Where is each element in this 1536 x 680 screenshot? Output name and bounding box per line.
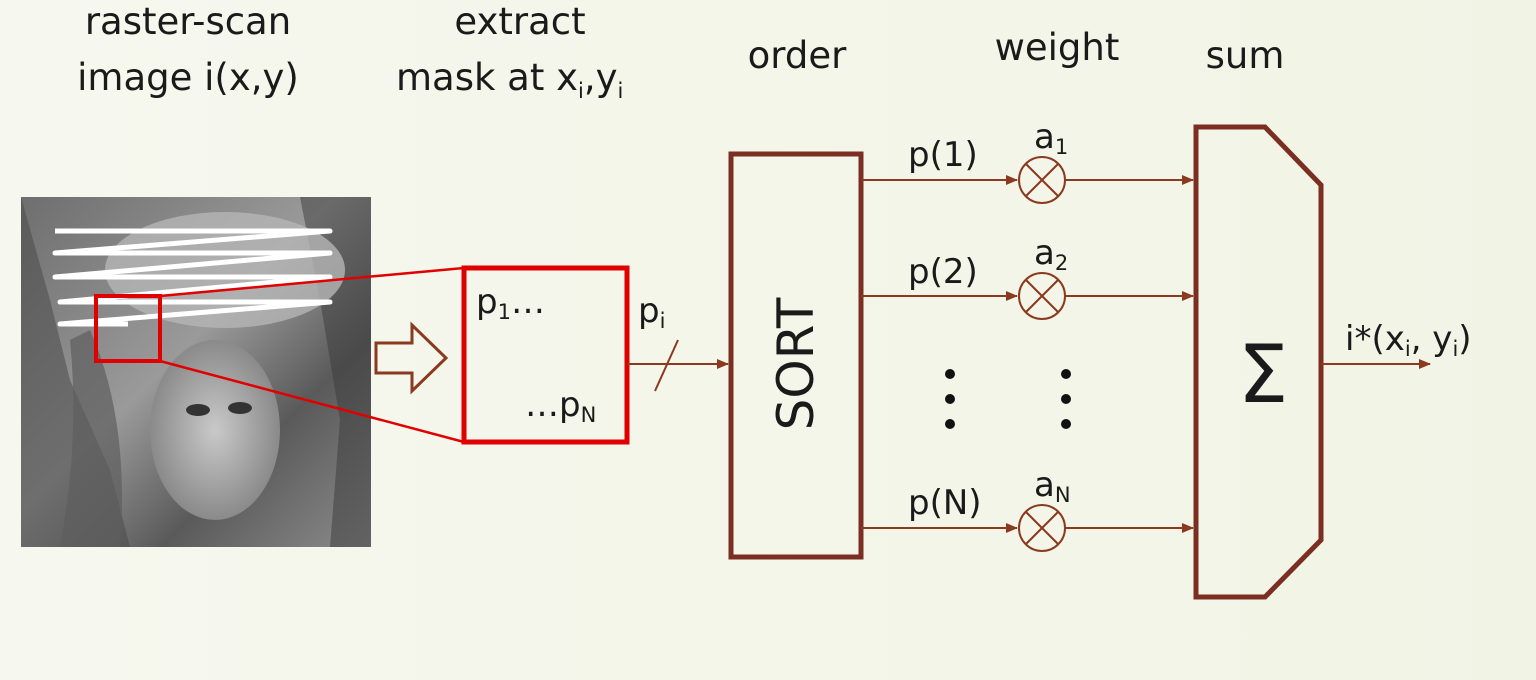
header-raster-line1: raster-scan — [85, 0, 291, 43]
input-label: pi — [638, 291, 665, 333]
raster-scan-path — [52, 228, 333, 327]
header-weight: weight — [995, 26, 1120, 69]
header-extract-line2: mask at xi,yi — [396, 56, 623, 103]
ellipsis-dots-left — [945, 369, 955, 429]
sort-block — [728, 151, 864, 560]
header-order: order — [748, 34, 847, 77]
bus-slash-icon — [654, 339, 679, 392]
mask-box — [461, 265, 630, 445]
branch-2-label: p(2) — [908, 252, 978, 292]
multiplier-n-icon — [1018, 504, 1066, 552]
header-raster-line2: image i(x,y) — [77, 56, 299, 99]
zoom-line-top — [159, 266, 465, 298]
sort-label: SORT — [767, 297, 825, 430]
weight-n-label: aN — [1034, 465, 1071, 507]
header-sum: sum — [1206, 34, 1285, 77]
output-label: i*(xi, yi) — [1345, 319, 1472, 361]
multiplier-2-icon — [1018, 272, 1066, 320]
branch-n-label: p(N) — [908, 483, 982, 523]
zoom-line-bottom — [159, 359, 465, 444]
ellipsis-dots-right — [1061, 369, 1071, 429]
weight-1-label: a1 — [1034, 117, 1068, 159]
branch-1-label: p(1) — [908, 135, 978, 175]
mask-first-pixel: p1… — [476, 282, 545, 324]
weight-2-label: a2 — [1034, 233, 1068, 275]
multiplier-1-icon — [1018, 156, 1066, 204]
sum-symbol: Σ — [1238, 328, 1289, 421]
hollow-arrow-icon — [374, 321, 449, 395]
header-extract-line1: extract — [454, 0, 585, 43]
sum-block — [1193, 124, 1324, 600]
mask-last-pixel: …pN — [525, 385, 596, 427]
image-mask-window — [94, 294, 162, 363]
